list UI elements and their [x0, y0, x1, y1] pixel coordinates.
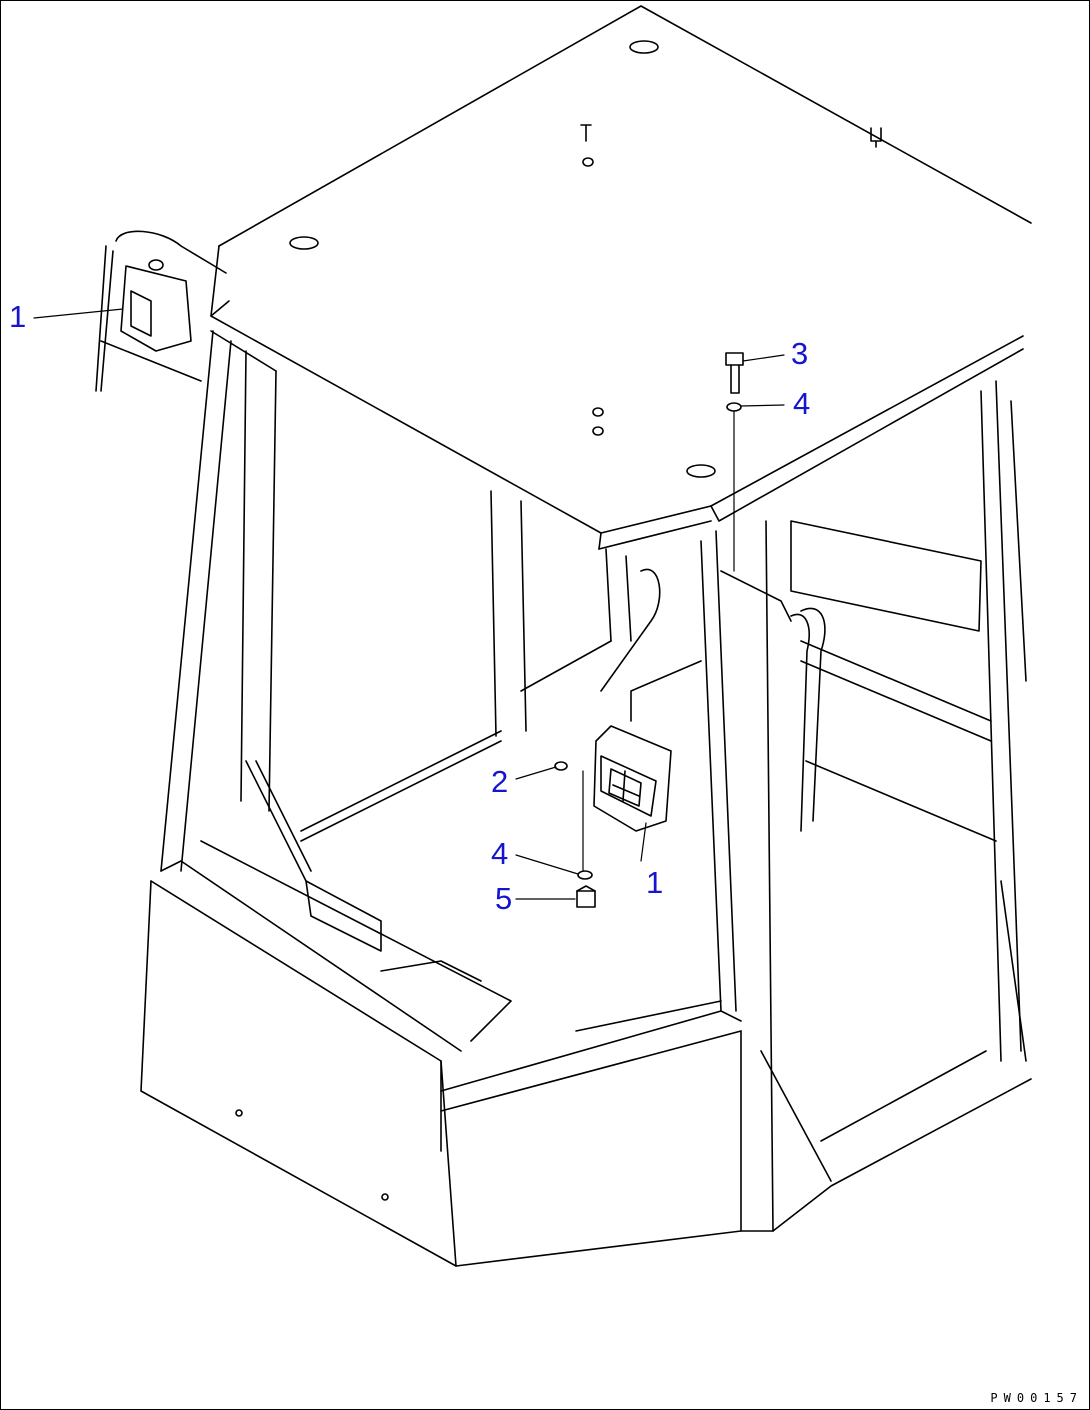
grab-handles: [245, 568, 826, 882]
drawing-code-label: PW00157: [990, 1391, 1083, 1405]
callout-4-washer-upper: 4: [793, 386, 811, 421]
right-door: [760, 880, 1032, 1232]
callout-1-left-lamp: 1: [9, 299, 27, 334]
leader-lines: [33, 308, 785, 900]
callout-2-bolt: 2: [491, 764, 509, 799]
work-lamp-left-drawing: [95, 230, 227, 392]
work-lamp-center-drawing: [593, 660, 702, 832]
front-lower-panel: [140, 840, 774, 1267]
rear-frame: [300, 380, 1027, 1232]
callout-1-center-lamp: 1: [646, 865, 664, 900]
callout-4-washer-lower: 4: [491, 836, 509, 871]
front-left-pillar: [160, 330, 277, 872]
roof-panel: [210, 5, 1032, 550]
callout-5-nut: 5: [495, 881, 513, 916]
callout-3-bolt: 3: [791, 336, 809, 371]
